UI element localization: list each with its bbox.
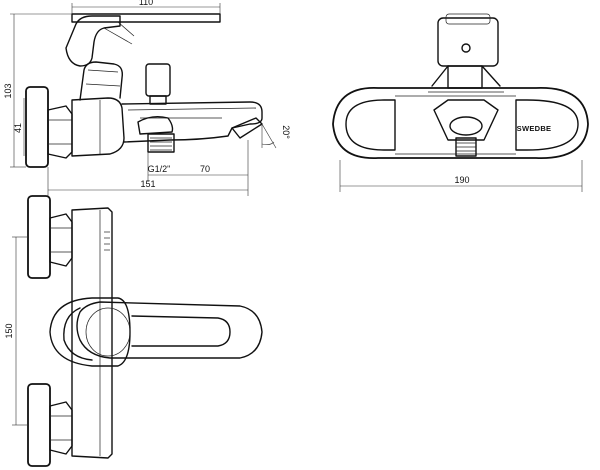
side-spout-tip (231, 117, 263, 139)
side-wall-flange (25, 86, 49, 168)
side-lever-top (71, 13, 221, 23)
dim-label-41: 41 (13, 123, 23, 133)
front-right-flange (515, 99, 579, 151)
brand-label: SWEDBE (517, 124, 552, 133)
top-lever-inset (131, 315, 231, 347)
front-view: SWEDBE 190 (332, 13, 589, 192)
dim-label-103: 103 (3, 83, 13, 98)
front-handle (437, 17, 499, 67)
top-cartridge-body (49, 297, 131, 367)
front-cartridge-neck (447, 65, 483, 89)
dim-label-angle: 20° (281, 125, 291, 139)
top-upper-flange (27, 195, 51, 279)
top-lower-flange (27, 383, 51, 467)
front-body (332, 87, 589, 159)
side-hex-nut (47, 105, 73, 159)
side-view: 110 103 41 G1/2" 70 151 20° (3, 0, 291, 196)
top-lower-nut (49, 401, 73, 455)
dim-arc-angle (261, 141, 275, 145)
dim-label-thread: G1/2" (148, 164, 171, 174)
top-view: 150 (4, 195, 263, 467)
dim-label-70: 70 (200, 164, 210, 174)
side-diverter-knob (145, 63, 171, 97)
top-lever-handle (76, 301, 263, 359)
dim-label-110: 110 (139, 0, 153, 7)
side-shower-outlet (137, 115, 174, 135)
dim-label-150: 150 (4, 323, 14, 338)
side-spout (121, 101, 263, 143)
side-body (71, 97, 125, 157)
front-handle-screw (461, 43, 471, 53)
front-left-flange (345, 99, 396, 151)
dim-label-190: 190 (454, 175, 469, 185)
top-upper-nut (49, 213, 73, 267)
side-cartridge (79, 61, 124, 101)
side-thread-connector (147, 133, 175, 153)
side-lever-handle (65, 15, 121, 67)
front-outlet (449, 116, 483, 136)
front-spout-hex (433, 99, 499, 141)
dim-label-151: 151 (140, 179, 155, 189)
top-main-body (71, 207, 113, 459)
